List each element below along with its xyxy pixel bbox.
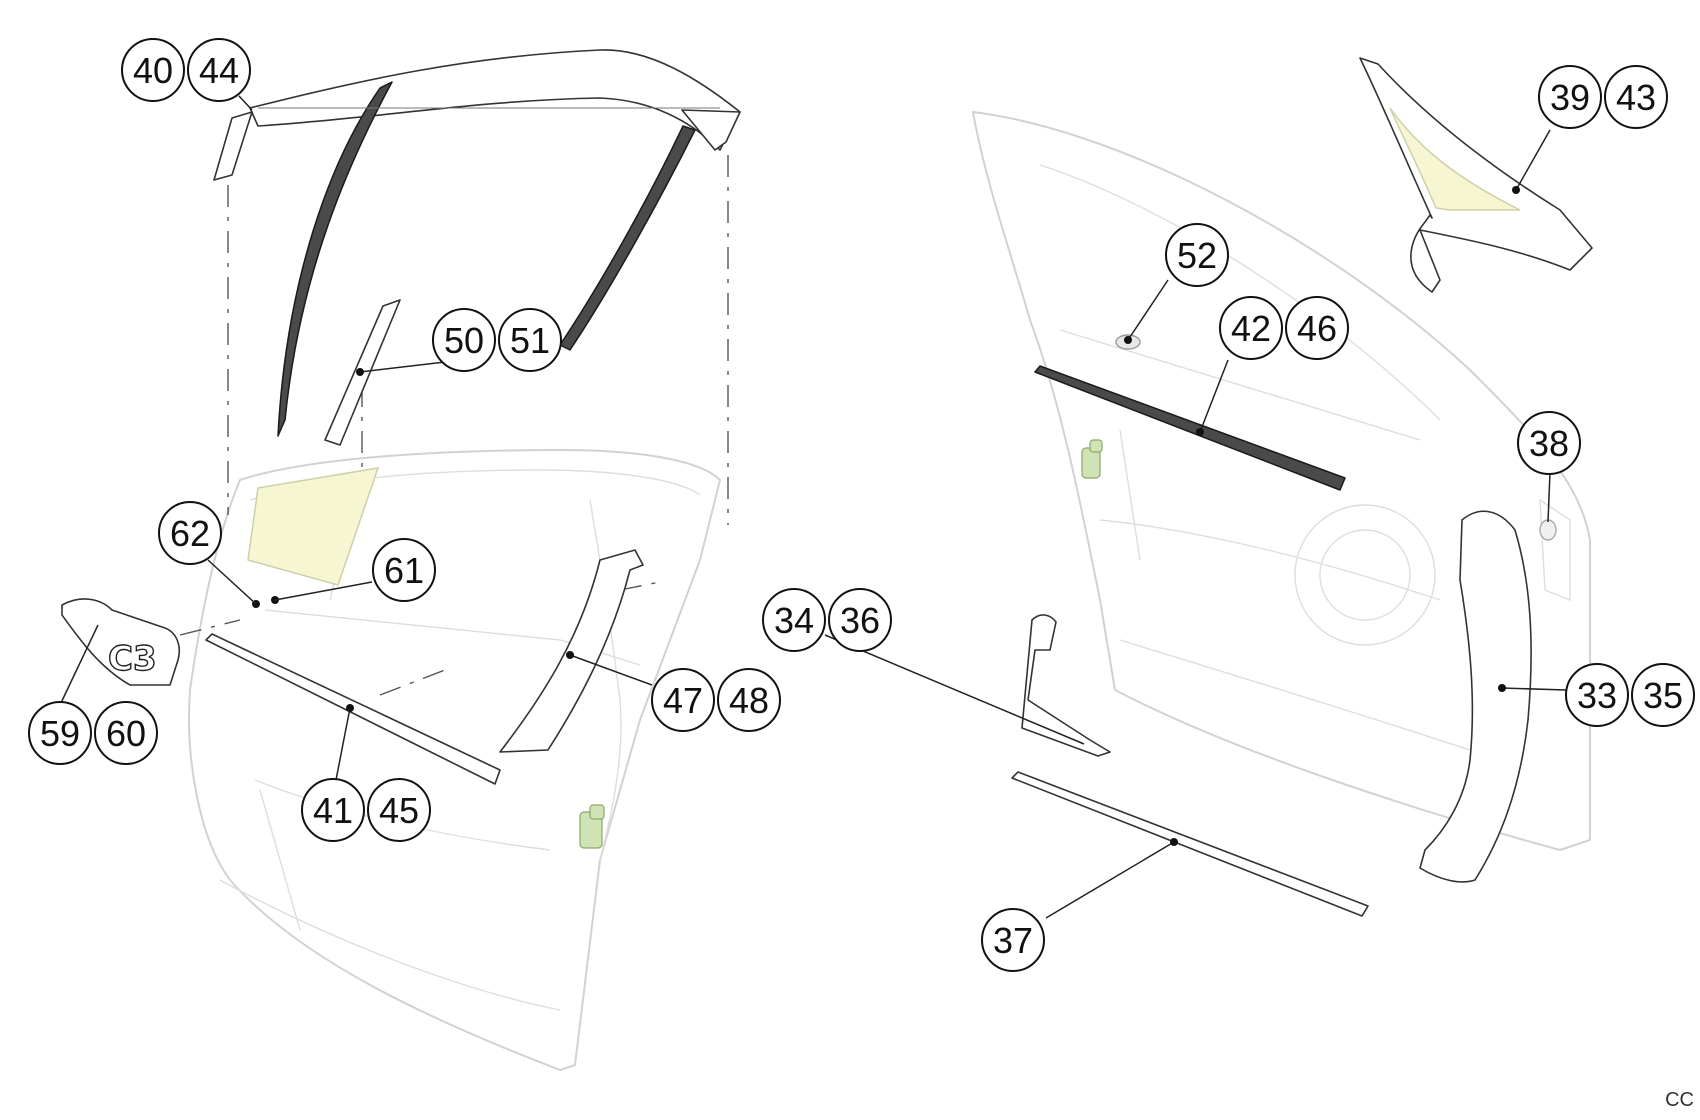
callout-38: 38 [1517, 411, 1581, 475]
leader-dots [346, 186, 1520, 846]
plug-38 [1539, 519, 1557, 541]
callout-42: 42 [1219, 296, 1283, 360]
callout-43: 43 [1604, 65, 1668, 129]
door-lock-clip [579, 804, 605, 849]
svg-text:52: 52 [1177, 235, 1217, 276]
mirror-sail-trim: C3 [61, 598, 181, 686]
right-door-ghost [972, 111, 1591, 851]
callout-48: 48 [717, 668, 781, 732]
svg-text:33: 33 [1577, 675, 1617, 716]
mirror-bracket [1021, 614, 1111, 757]
svg-text:47: 47 [663, 680, 703, 721]
svg-text:60: 60 [106, 713, 146, 754]
svg-text:35: 35 [1643, 675, 1683, 716]
callout-41: 41 [301, 778, 365, 842]
right-door-clip [1081, 439, 1103, 479]
svg-text:45: 45 [379, 790, 419, 831]
callout-59: 59 [28, 701, 92, 765]
callout-62: 62 [158, 501, 222, 565]
callout-51: 51 [498, 308, 562, 372]
svg-text:46: 46 [1297, 308, 1337, 349]
svg-text:48: 48 [729, 680, 769, 721]
svg-text:42: 42 [1231, 308, 1271, 349]
callout-36: 36 [828, 588, 892, 652]
callout-45: 45 [367, 778, 431, 842]
callout-44: 44 [187, 38, 251, 102]
callout-34: 34 [762, 588, 826, 652]
callout-47: 47 [651, 668, 715, 732]
callout-39: 39 [1538, 65, 1602, 129]
left-quarter-glass [247, 467, 380, 586]
svg-text:51: 51 [510, 320, 550, 361]
leader-lines [59, 95, 1567, 919]
corner-tag: CC [1665, 1089, 1694, 1111]
callout-40: 40 [121, 38, 185, 102]
svg-text:61: 61 [384, 550, 424, 591]
svg-text:38: 38 [1529, 423, 1569, 464]
quarter-glass-assembly [1359, 57, 1593, 293]
rear-pillar-applique [499, 549, 644, 753]
callout-60: 60 [94, 701, 158, 765]
svg-text:40: 40 [133, 50, 173, 91]
badge-text: C3 [108, 639, 157, 679]
svg-text:44: 44 [199, 50, 239, 91]
callout-33: 33 [1565, 663, 1629, 727]
callout-35: 35 [1631, 663, 1695, 727]
callout-46: 46 [1285, 296, 1349, 360]
inner-belt-weatherstrip [1034, 365, 1346, 491]
alignment-lines [179, 155, 729, 696]
svg-text:36: 36 [840, 600, 880, 641]
b-pillar-interior-trim [1419, 510, 1532, 883]
callout-61: 61 [372, 538, 436, 602]
svg-text:43: 43 [1616, 77, 1656, 118]
svg-text:59: 59 [40, 713, 80, 754]
lower-seal-strip [1011, 771, 1369, 917]
svg-text:41: 41 [313, 790, 353, 831]
svg-text:39: 39 [1550, 77, 1590, 118]
svg-text:34: 34 [774, 600, 814, 641]
callout-52: 52 [1165, 223, 1229, 287]
svg-text:62: 62 [170, 513, 210, 554]
svg-text:50: 50 [444, 320, 484, 361]
callout-37: 37 [981, 908, 1045, 972]
svg-text:37: 37 [993, 920, 1033, 961]
upper-frame-seal [213, 49, 741, 437]
callout-50: 50 [432, 308, 496, 372]
